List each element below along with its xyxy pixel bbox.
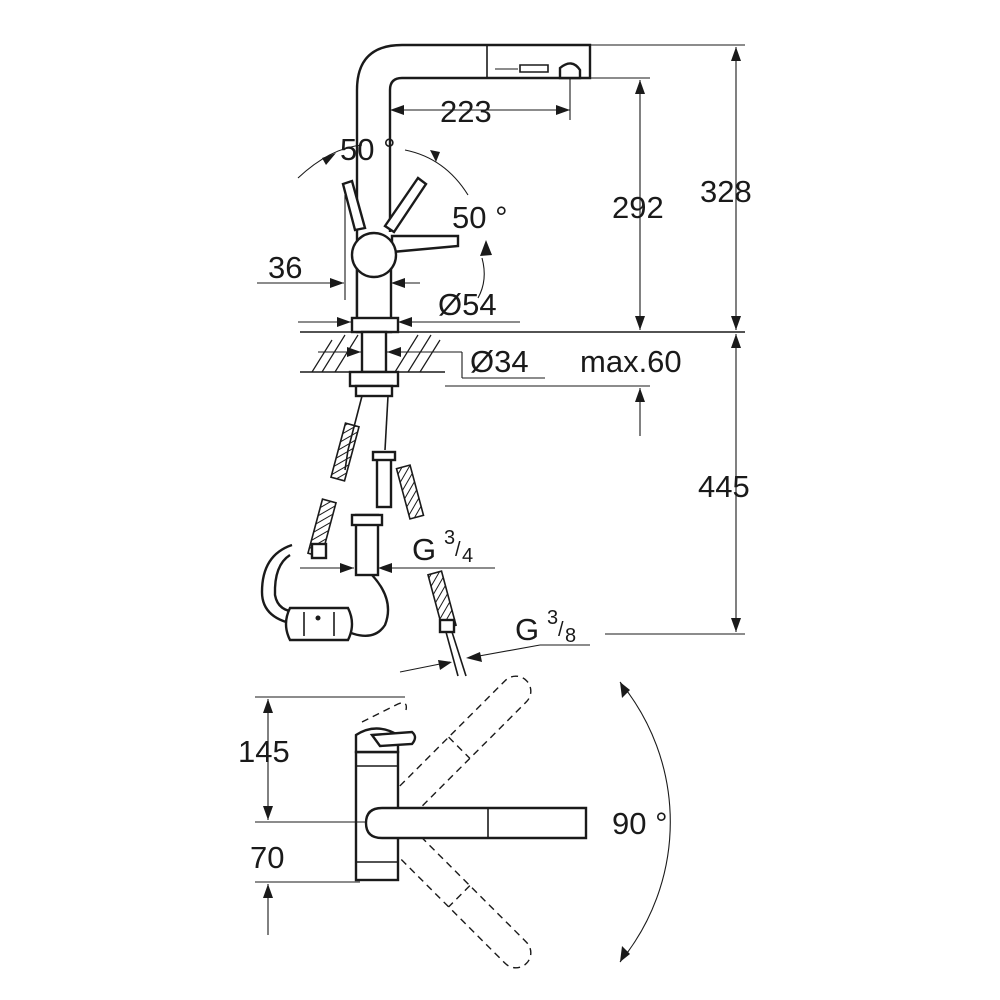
spout-outline <box>355 43 592 332</box>
lever-left <box>341 179 367 232</box>
dim-lever-offset: 36 <box>268 250 302 285</box>
mounting-shank <box>360 330 388 374</box>
thread-large-den: 4 <box>462 545 473 567</box>
dim-hole-diameter: Ø34 <box>470 344 529 379</box>
base-ring <box>350 316 400 334</box>
plan-spout <box>364 806 588 840</box>
hose-weight <box>284 606 354 642</box>
thread-small-num: 3 <box>547 607 558 629</box>
swivel-position-upper <box>369 675 532 838</box>
braided-hose-2 <box>395 464 425 520</box>
thread-large-slash: / <box>455 539 461 561</box>
lever-right <box>383 176 428 234</box>
thread-small-den: 8 <box>565 625 576 647</box>
dim-reach: 223 <box>440 94 492 129</box>
dim-height-total: 328 <box>700 174 752 209</box>
dim-plan-upper: 145 <box>238 734 290 769</box>
dim-height-spout: 292 <box>612 190 664 225</box>
lever-side <box>390 234 460 254</box>
dim-swivel-angle: 90 ° <box>612 806 668 841</box>
supply-hose-right <box>384 395 389 451</box>
side-dimensions: 223 50 ° 50 ° 292 328 36 <box>257 44 752 673</box>
dim-angle-top: 50 ° <box>340 132 396 167</box>
plan-view <box>354 675 588 969</box>
dim-angle-side: 50 ° <box>452 200 508 235</box>
dim-base-diameter: Ø54 <box>438 287 497 322</box>
side-elevation-view <box>260 43 745 677</box>
thread-large-num: 3 <box>444 527 455 549</box>
deck-hatching <box>311 334 441 373</box>
mixer-ball <box>350 231 398 279</box>
spray-button <box>519 64 549 73</box>
thread-large-g: G <box>412 532 436 567</box>
swivel-position-lower <box>369 806 532 969</box>
plan-lever <box>369 730 417 748</box>
thread-small-g: G <box>515 612 539 647</box>
braided-hose-1 <box>330 422 360 482</box>
connector-upper <box>375 453 393 509</box>
thread-small-slash: / <box>558 619 564 641</box>
spray-nozzle <box>558 62 582 80</box>
mounting-nut <box>348 370 400 388</box>
nut-washer <box>354 384 394 398</box>
dim-plan-lower: 70 <box>250 840 284 875</box>
swivel-angle-arc <box>619 681 671 963</box>
dim-deck-thickness: max.60 <box>580 344 682 379</box>
dim-below-deck: 445 <box>698 469 750 504</box>
plan-dimensions: 145 70 90 ° <box>238 681 671 963</box>
